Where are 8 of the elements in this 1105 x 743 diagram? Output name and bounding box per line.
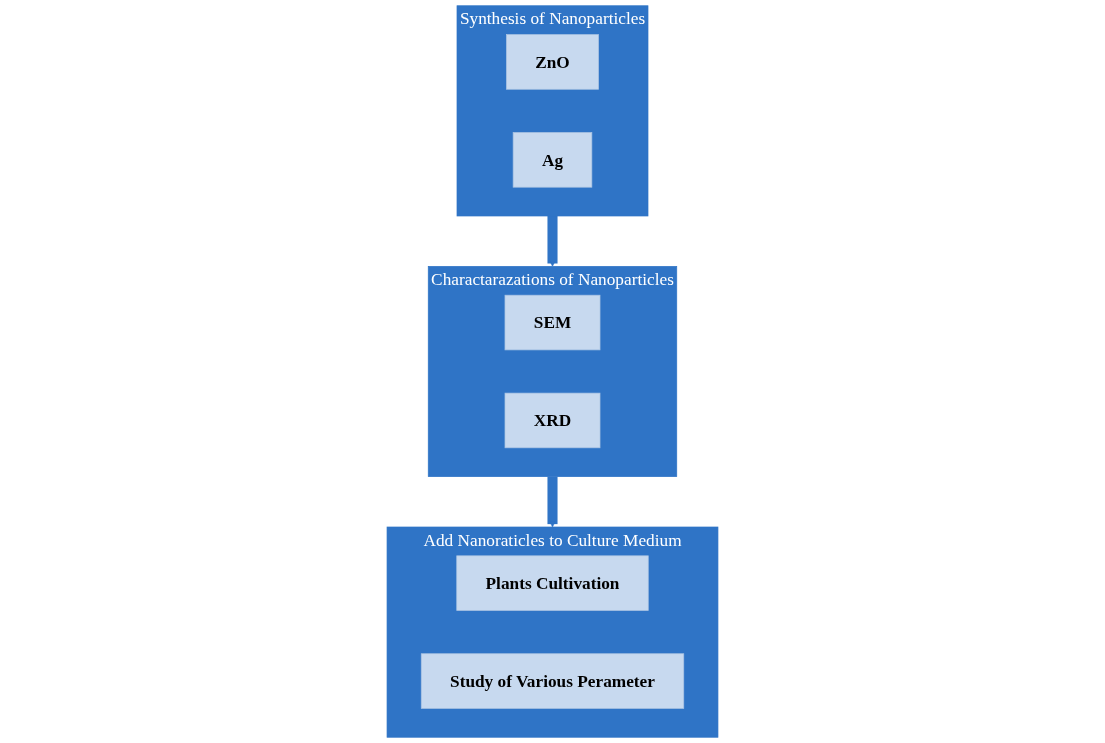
arrow [547,215,558,267]
node-box: Study of Various Perameter [420,653,685,709]
node-box: SEM [504,294,601,351]
arrow [547,475,558,528]
node-box: Ag [512,132,593,188]
node-box: ZnO [506,34,599,90]
node-box: XRD [504,392,601,449]
node-box: Plants Cultivation [456,555,649,611]
